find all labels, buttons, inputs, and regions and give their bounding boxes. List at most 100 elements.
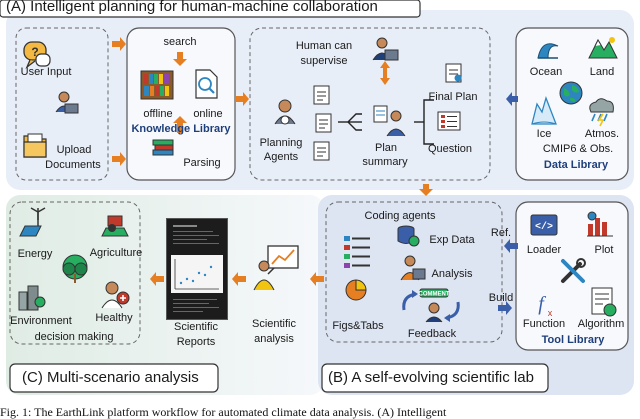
healthy-label: Healthy [95,312,133,324]
upload-documents-icon [23,133,47,158]
tool-library-title: Tool Library [541,334,605,346]
loader-code-icon: </> [530,214,558,236]
user-input-label: User Input [20,66,72,78]
user-laptop-icon [55,91,79,114]
energy-label: Energy [17,248,53,260]
report-figure [171,255,223,293]
arrow-b-to-c-icon [310,272,324,286]
environment-trees-icon [62,254,88,283]
atmos-label: Atmos. [584,128,620,140]
data-library-title: Data Library [543,159,609,171]
blue-arrows [498,92,518,315]
plot-chart-icon [587,211,613,237]
plan-summary-label-2: summary [362,156,408,168]
atmosphere-cloud-icon [589,98,614,127]
upload-documents-label-2: Documents [45,159,101,171]
tools-wrench-icon [561,258,586,283]
plot-label: Plot [594,244,614,256]
ice-label: Ice [536,128,552,140]
human-supervise-label-2: supervise [300,55,348,67]
build-label: Build [488,292,514,304]
comment-tag: COMMENT [419,292,450,298]
algorithm-icon [591,287,617,317]
arrow-analysis-to-reports-icon [232,272,246,286]
user-input-chat-icon: ? [23,41,51,69]
feedback-cycle-icon: COMMENT [402,288,460,323]
knowledge-library-title: Knowledge Library [131,123,231,135]
land-mountain-icon [588,37,618,59]
algorithm-label: Algorithm [577,318,625,330]
land-label: Land [589,66,615,78]
parsing-books-icon [152,139,174,156]
plan-flow-lines [338,99,434,145]
healthy-doctor-icon [101,281,130,309]
cmip-label: CMIP6 & Obs. [542,143,614,155]
figure-caption: Fig. 1: The EarthLink platform workflow … [0,405,447,419]
coding-agents-box [325,201,503,343]
environment-city-icon [18,285,46,311]
scientific-analysis-label-2: analysis [254,333,294,345]
panel-a-title: (A) Intelligent planning for human-machi… [6,0,378,15]
arrow-input-to-knowledge-icon [112,37,126,51]
planning-agent-avatar-icon [274,99,296,125]
ocean-label: Ocean [529,66,563,78]
scientific-reports-label-1: Scientific [173,321,219,333]
plan-summary-label-1: Plan [374,142,398,154]
planning-agents-label-1: Planning [259,137,303,149]
plan-summary-icon [373,105,406,137]
ocean-icon [537,43,559,59]
agriculture-label: Agriculture [89,247,143,259]
figs-tabs-label: Figs&Tabs [332,320,384,332]
inputs-box [15,27,109,181]
arrow-a-to-b-icon [419,184,433,196]
question-icon [437,111,461,131]
parsing-label: Parsing [183,157,221,169]
function-icon: f x [538,293,553,318]
panel-c-title: (C) Multi-scenario analysis [22,369,199,386]
arrow-reports-to-scenarios-icon [150,272,164,286]
scenarios-box [9,201,141,345]
plan-documents-icon [313,85,332,161]
arrow-search-down-icon [173,52,187,66]
code-list-icon [344,236,370,268]
exp-data-database-icon [397,225,420,247]
panel-b-title: (B) A self-evolving scientific lab [328,369,534,386]
function-label: Function [522,318,566,330]
svg-text:?: ? [31,45,38,59]
panel-c-title-box [9,363,219,393]
svg-text:</>: </> [535,221,553,233]
scientific-analysis-label-1: Scientific [251,318,297,330]
exp-data-label: Exp Data [429,234,475,246]
coding-agents-label: Coding agents [364,210,436,222]
scientific-reports-label-2: Reports [176,336,216,348]
final-plan-icon [445,63,462,83]
human-supervise-label-1: Human can [295,40,353,52]
loader-label: Loader [526,244,562,256]
orange-arrows [112,37,433,286]
environment-label: Environment [10,315,72,327]
analyst-avatar-icon [400,255,426,281]
final-plan-label: Final Plan [428,91,478,103]
arrow-ref-icon [504,239,518,253]
panel-c-background [6,195,324,395]
arrow-data-to-planning-icon [506,92,518,106]
search-label: search [163,36,197,48]
feedback-label: Feedback [407,328,457,340]
arrow-docs-to-knowledge-icon [112,152,126,166]
bookshelf-icon [140,70,174,100]
planning-box [249,27,491,181]
agriculture-tractor-icon [101,215,129,237]
arrow-parsing-up-icon [173,116,187,133]
panel-a-title-box [0,0,421,18]
panel-b-title-box [321,363,549,393]
analysis-label: Analysis [431,268,473,280]
arrow-knowledge-to-planning-icon [236,92,249,106]
online-document-icon [195,69,218,99]
figs-tabs-chart-icon [345,279,367,301]
decision-making-label: decision making [34,331,114,343]
human-supervisor-icon [372,37,399,61]
supervise-double-arrow-icon [380,61,390,85]
upload-documents-label-1: Upload [56,144,92,156]
energy-solar-icon [19,207,46,237]
globe-icon [559,81,583,105]
